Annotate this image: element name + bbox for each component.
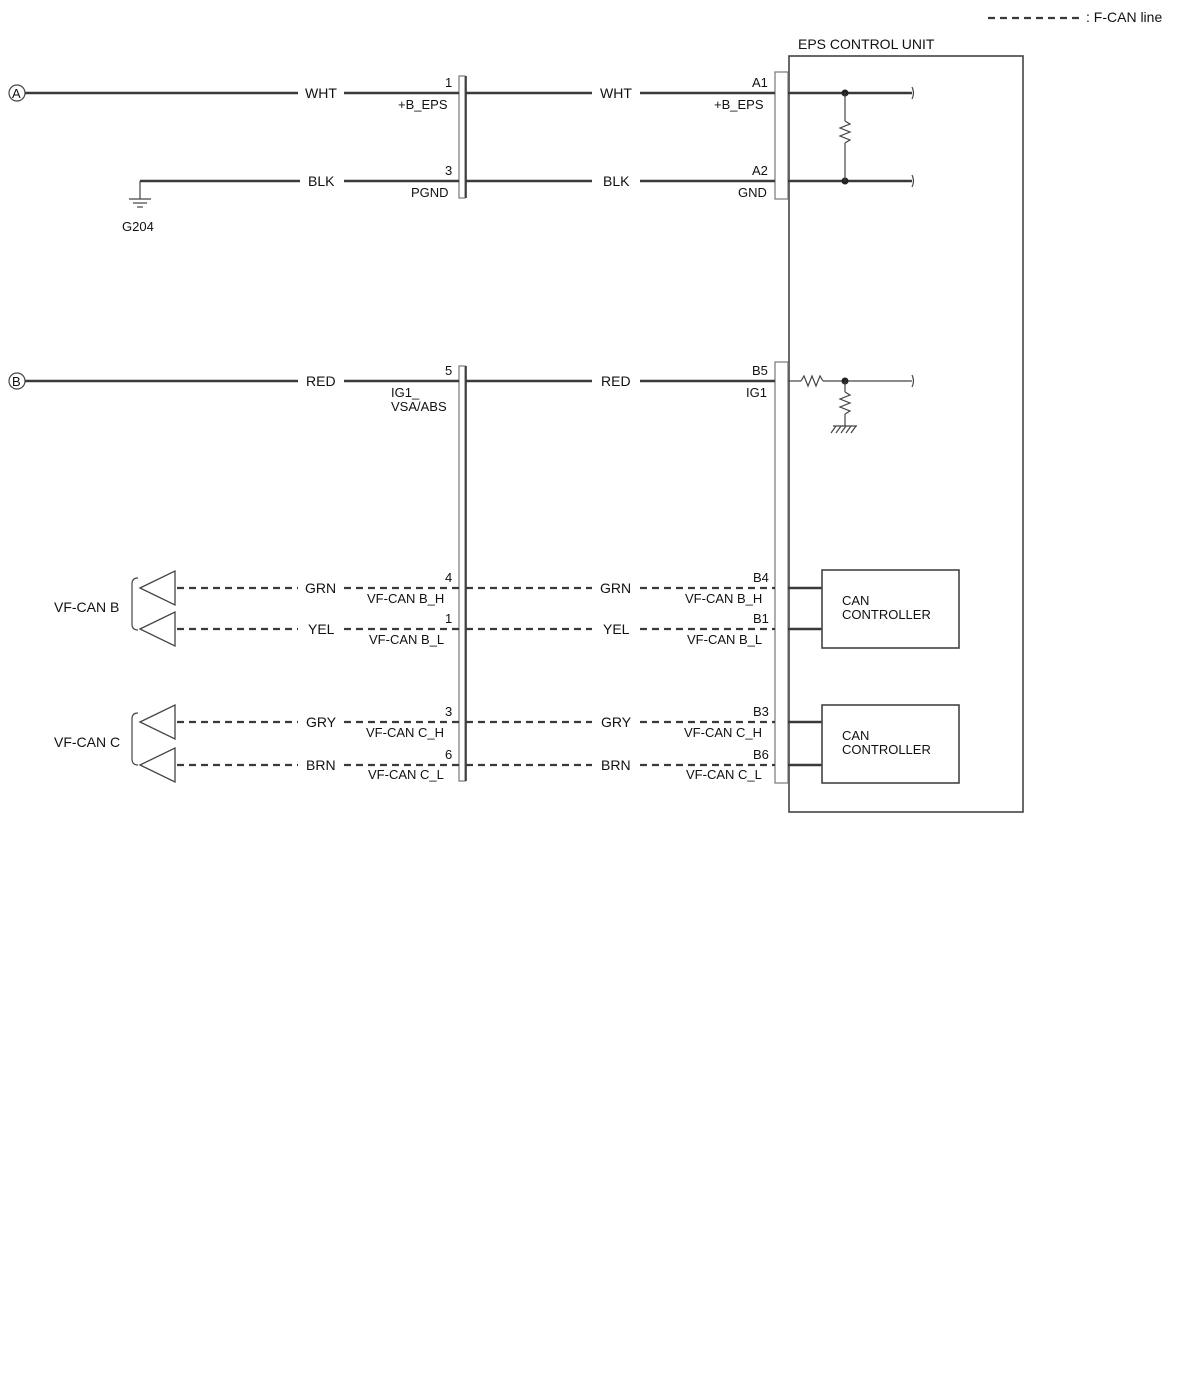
connector-signal-vf-can-c-l: VF-CAN C_L	[368, 767, 444, 782]
wire-color-right-grn: GRN	[600, 580, 631, 596]
connector-pin-6: 6	[445, 747, 452, 762]
wire-color-left-red: RED	[306, 373, 336, 389]
connector-signal-vf-can-c-h: VF-CAN C_H	[366, 725, 444, 740]
wire-color-left-grn: GRN	[305, 580, 336, 596]
bubble-a-label: A	[12, 86, 21, 101]
wire-color-right-gry: GRY	[601, 714, 632, 730]
bus-arrow-icon-brn	[138, 746, 176, 784]
bus-group-label-b: VF-CAN B	[54, 599, 119, 615]
can-controller-box-2	[821, 704, 960, 784]
bubble-a: A	[8, 84, 26, 102]
wire-color-right-brn: BRN	[601, 757, 631, 773]
can-controller-1-line1: CAN	[842, 593, 869, 608]
ground-symbol-icon	[129, 181, 151, 208]
bubble-b: B	[8, 372, 26, 390]
bus-group-bracket-b	[131, 577, 139, 631]
unit-pin-a1: A1	[752, 75, 768, 90]
connector-1-lower	[458, 365, 467, 782]
unit-pin-b3: B3	[753, 704, 769, 719]
connector-pin-3-can: 3	[445, 704, 452, 719]
wire-color-left-wht: WHT	[305, 85, 337, 101]
connector-unit-b	[774, 361, 789, 784]
connector-pin-5: 5	[445, 363, 452, 378]
wire-color-right-blk: BLK	[603, 173, 630, 189]
legend-text: : F-CAN line	[1086, 9, 1162, 25]
wire-color-left-gry: GRY	[306, 714, 337, 730]
connector-pin-4: 4	[445, 570, 452, 585]
internal-resistor-b5	[788, 374, 912, 434]
can-controller-2-line2: CONTROLLER	[842, 742, 931, 757]
unit-pin-b6: B6	[753, 747, 769, 762]
bus-arrow-icon-gry	[138, 703, 176, 741]
unit-signal-b-eps: +B_EPS	[714, 97, 764, 112]
wire-color-right-red: RED	[601, 373, 631, 389]
wire-color-left-brn: BRN	[306, 757, 336, 773]
bubble-b-label: B	[12, 374, 21, 389]
wire-color-left-blk: BLK	[308, 173, 335, 189]
connector-signal-ig1: IG1_	[391, 385, 420, 400]
bus-arrow-icon-yel	[138, 610, 176, 648]
wire-color-left-yel: YEL	[308, 621, 335, 637]
connector-pin-3: 3	[445, 163, 452, 178]
connector-signal-vsa-abs: VSA/ABS	[391, 399, 447, 414]
bus-group-label-c: VF-CAN C	[54, 734, 120, 750]
bus-group-bracket-c	[131, 712, 139, 766]
bus-arrow-icon-grn	[138, 569, 176, 607]
can-controller-2-line1: CAN	[842, 728, 869, 743]
can-controller-box-1	[821, 569, 960, 649]
connector-signal-vf-can-b-l: VF-CAN B_L	[369, 632, 444, 647]
unit-signal-vf-can-c-l: VF-CAN C_L	[686, 767, 762, 782]
connector-unit-a	[774, 71, 789, 200]
wire-color-right-wht: WHT	[600, 85, 632, 101]
unit-signal-gnd: GND	[738, 185, 767, 200]
unit-pin-b1: B1	[753, 611, 769, 626]
connector-signal-vf-can-b-h: VF-CAN B_H	[367, 591, 444, 606]
wire-color-right-yel: YEL	[603, 621, 630, 637]
can-controller-1-line2: CONTROLLER	[842, 607, 931, 622]
unit-signal-vf-can-c-h: VF-CAN C_H	[684, 725, 762, 740]
ground-label: G204	[122, 219, 154, 234]
unit-signal-ig1: IG1	[746, 385, 767, 400]
wire-end-stubs	[911, 86, 915, 388]
connector-signal-pgnd: PGND	[411, 185, 449, 200]
connector-signal-b-eps: +B_EPS	[398, 97, 448, 112]
unit-signal-vf-can-b-h: VF-CAN B_H	[685, 591, 762, 606]
unit-pin-a2: A2	[752, 163, 768, 178]
unit-pin-b4: B4	[753, 570, 769, 585]
unit-title: EPS CONTROL UNIT	[798, 36, 935, 52]
unit-signal-vf-can-b-l: VF-CAN B_L	[687, 632, 762, 647]
connector-pin-1-can: 1	[445, 611, 452, 626]
connector-1-upper	[458, 75, 467, 199]
unit-pin-b5: B5	[752, 363, 768, 378]
internal-resistor-a	[838, 89, 852, 185]
eps-control-unit-box	[788, 55, 1024, 813]
connector-pin-1: 1	[445, 75, 452, 90]
